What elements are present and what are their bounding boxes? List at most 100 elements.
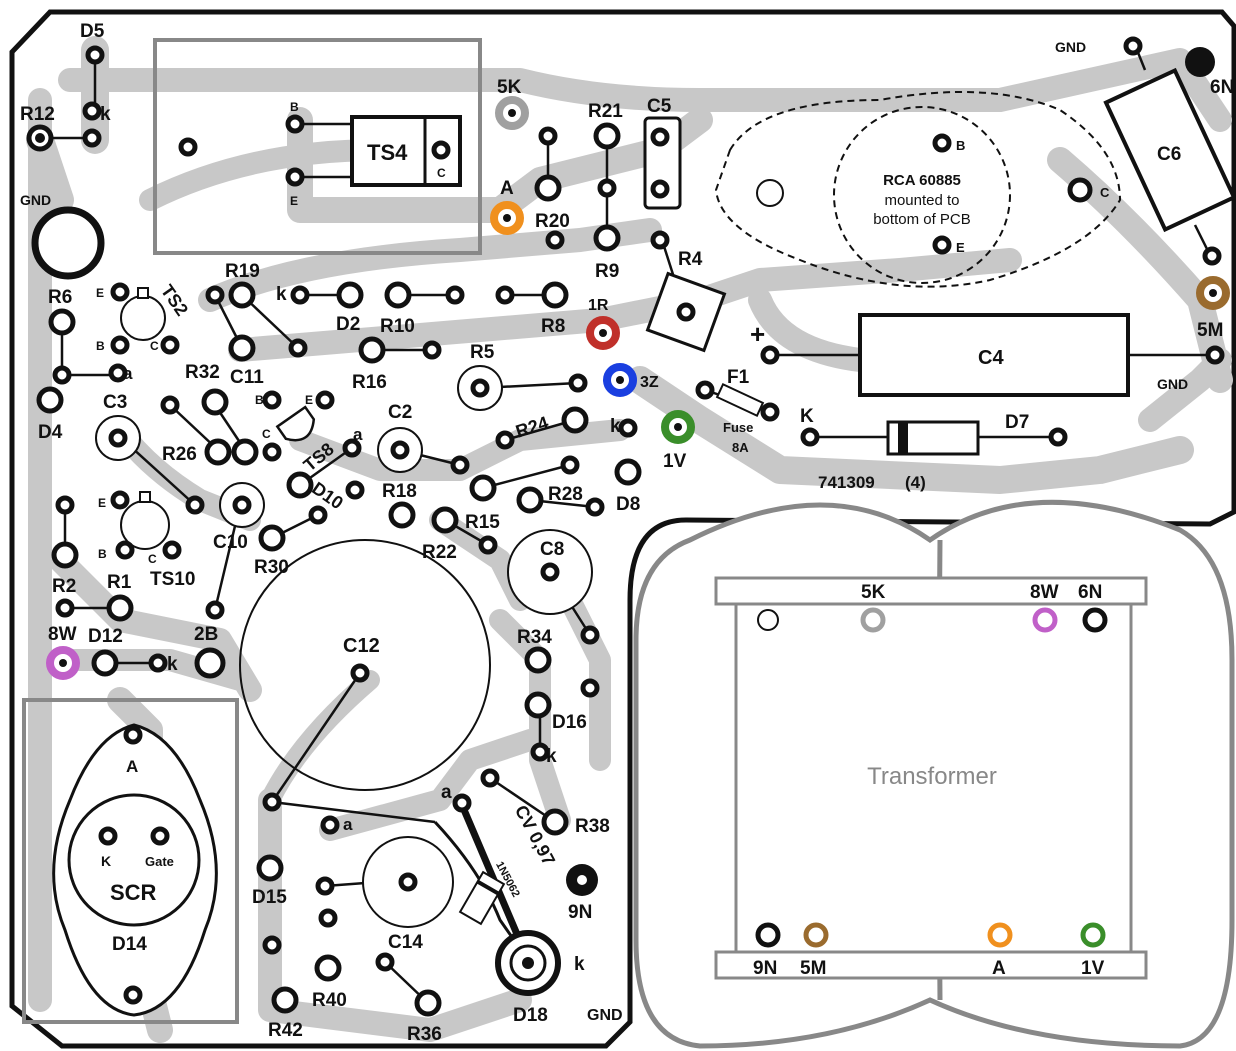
c6-body: [1103, 67, 1236, 233]
label-c12: C12: [343, 635, 380, 657]
label-r2: R2: [52, 576, 76, 597]
label-d8-k: k: [610, 416, 621, 437]
label-d18: D18: [513, 1005, 548, 1026]
label-ts2-e: E: [96, 286, 104, 300]
gnd-ring: [31, 206, 105, 280]
c12-body: [239, 539, 491, 791]
label-rca-b: B: [956, 138, 965, 153]
label-fuse: Fuse: [723, 420, 753, 435]
label-r34: R34: [517, 627, 552, 648]
transformer-lug-8w: [1032, 607, 1058, 633]
label-r9: R9: [595, 261, 619, 282]
label-r38: R38: [575, 816, 610, 837]
1n5062-body: [458, 870, 506, 926]
label-r4: R4: [678, 249, 703, 270]
label-d16-k: k: [546, 746, 557, 767]
label-r15: R15: [465, 512, 500, 533]
label-d4: D4: [38, 422, 63, 443]
ts4-heatsink-outline: [153, 38, 482, 255]
label-c10: C10: [213, 532, 248, 553]
label-gnd-top: GND: [1055, 39, 1086, 55]
transformer-lug-1v: [1080, 922, 1106, 948]
label-r16: R16: [352, 372, 387, 393]
label-d12-k: k: [167, 654, 178, 675]
label-c4-plus: +: [750, 319, 765, 349]
label-r6: R6: [48, 287, 72, 308]
transformer-lug-5k: [860, 607, 886, 633]
label-d18-a: a: [441, 782, 452, 803]
label-5m: 5M: [1197, 320, 1223, 341]
label-gnd-left: GND: [20, 192, 51, 208]
label-d15-a: a: [343, 815, 353, 834]
label-r28: R28: [548, 484, 583, 505]
rca-60885-outline: [714, 91, 1122, 288]
label-fuse-rating: 8A: [732, 440, 749, 455]
label-r36: R36: [407, 1024, 442, 1045]
label-5k: 5K: [497, 77, 522, 98]
label-part-qty: (4): [905, 473, 926, 492]
label-d12: D12: [88, 626, 123, 647]
label-2b: 2B: [194, 624, 218, 645]
label-r40: R40: [312, 990, 347, 1011]
label-ts10-e: E: [98, 496, 106, 510]
label-r22: R22: [422, 542, 457, 563]
transformer-bottom-pin-1v: 1V: [1081, 958, 1105, 979]
label-r42: R42: [268, 1020, 303, 1041]
transformer-top-pin-8w: 8W: [1030, 582, 1059, 603]
pads: [26, 36, 1225, 1017]
label-c8: C8: [540, 539, 564, 560]
label-d2-k: k: [276, 284, 287, 305]
transformer-bottom-pin-a: A: [992, 958, 1006, 979]
label-k: k: [100, 104, 111, 125]
transformer-top-pin-6n: 6N: [1078, 582, 1102, 603]
transformer-lug-5k-blank: [757, 609, 779, 631]
rca-60885-body-outline: [833, 106, 1011, 284]
label-d7-k: K: [800, 406, 814, 427]
label-d18-k: k: [574, 954, 585, 975]
label-r21: R21: [588, 101, 623, 122]
label-1v: 1V: [663, 451, 687, 472]
fuse-body: [715, 383, 765, 417]
label-ts2-a: a: [123, 364, 133, 383]
label-c6: C6: [1157, 144, 1181, 165]
label-ts2-b: B: [96, 339, 105, 353]
label-a: A: [500, 178, 514, 199]
label-rca-e: E: [956, 240, 965, 255]
label-d5: D5: [80, 21, 105, 42]
transformer-bottom-pin-9n: 9N: [753, 958, 777, 979]
label-ts8-a: a: [353, 425, 363, 444]
label-d2: D2: [336, 314, 360, 335]
transformer-lug-a: [987, 922, 1013, 948]
label-c5: C5: [647, 96, 672, 117]
label-8w: 8W: [48, 624, 77, 645]
label-c14: C14: [388, 932, 423, 953]
label-6n-top: 6N: [1210, 77, 1234, 98]
label-ts10-b: B: [98, 547, 107, 561]
transformer-top-pin-5k: 5K: [861, 582, 886, 603]
label-r20: R20: [535, 211, 570, 232]
label-c2: C2: [388, 402, 412, 423]
label-rca-c: C: [1100, 185, 1110, 200]
label-r32: R32: [185, 362, 220, 383]
label-d7: D7: [1005, 412, 1029, 433]
label-d14: D14: [112, 934, 147, 955]
label-9n-pcb: 9N: [568, 902, 592, 923]
label-scr-k: K: [101, 853, 111, 869]
label-d15: D15: [252, 887, 287, 908]
label-ts4-c: C: [437, 166, 446, 180]
label-part-code: 741309: [818, 473, 875, 492]
label-r30: R30: [254, 557, 289, 578]
label-ts4-e: E: [290, 194, 298, 208]
label-c3: C3: [103, 392, 127, 413]
label-scr-a: A: [126, 757, 138, 776]
transformer-title: Transformer: [867, 763, 997, 790]
transformer-bottom-pin-5m: 5M: [800, 958, 826, 979]
label-scr: SCR: [110, 880, 157, 905]
transformer: [633, 499, 1235, 1049]
label-1r: 1R: [588, 297, 609, 314]
label-r12: R12: [20, 104, 55, 125]
ts2-body: [120, 295, 166, 341]
d18-lead: [433, 820, 530, 961]
transformer-lug-5m: [803, 922, 829, 948]
label-rca-line1: RCA 60885: [883, 172, 961, 189]
